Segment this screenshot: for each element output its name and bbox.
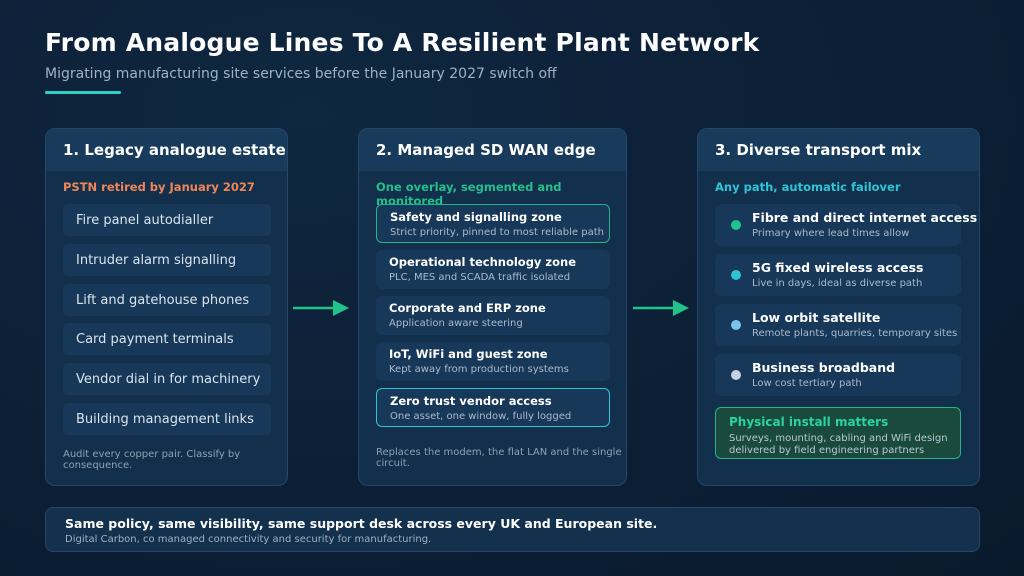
zone-subtitle: Application aware steering bbox=[389, 318, 523, 329]
callout-title: Physical install matters bbox=[729, 415, 889, 429]
zone-subtitle: Kept away from production systems bbox=[389, 364, 569, 375]
flow-arrow-icon bbox=[633, 300, 689, 316]
zone-card-vendor-access: Zero trust vendor access One asset, one … bbox=[376, 388, 610, 427]
panel-title: 2. Managed SD WAN edge bbox=[359, 129, 626, 171]
banner-subtitle: Digital Carbon, co managed connectivity … bbox=[65, 534, 432, 545]
panel-title: 1. Legacy analogue estate bbox=[46, 129, 287, 171]
zone-card-safety: Safety and signalling zone Strict priori… bbox=[376, 204, 610, 243]
legacy-item: Intruder alarm signalling bbox=[63, 244, 271, 276]
physical-install-callout: Physical install matters Surveys, mounti… bbox=[715, 407, 961, 459]
zone-title: Safety and signalling zone bbox=[390, 210, 562, 224]
legacy-item: Vendor dial in for machinery bbox=[63, 363, 271, 395]
transport-subtitle: Live in days, ideal as diverse path bbox=[752, 278, 923, 289]
zone-title: Corporate and ERP zone bbox=[389, 301, 546, 315]
status-dot-icon bbox=[731, 220, 741, 230]
transport-item-broadband: Business broadband Low cost tertiary pat… bbox=[715, 354, 961, 396]
banner-title: Same policy, same visibility, same suppo… bbox=[65, 516, 658, 531]
sdwan-edge-panel: 2. Managed SD WAN edge One overlay, segm… bbox=[358, 128, 627, 486]
zone-subtitle: PLC, MES and SCADA traffic isolated bbox=[389, 272, 571, 283]
transport-subtitle: Remote plants, quarries, temporary sites bbox=[752, 328, 958, 339]
legacy-item: Building management links bbox=[63, 403, 271, 435]
status-dot-icon bbox=[731, 370, 741, 380]
transport-item-fibre: Fibre and direct internet access Primary… bbox=[715, 204, 977, 246]
flow-arrow-icon bbox=[293, 300, 349, 316]
legacy-item: Lift and gatehouse phones bbox=[63, 284, 271, 316]
transport-title: Business broadband bbox=[752, 360, 896, 375]
transport-item-5g: 5G fixed wireless access Live in days, i… bbox=[715, 254, 961, 296]
zone-subtitle: Strict priority, pinned to most reliable… bbox=[390, 227, 604, 238]
transport-subtitle: Low cost tertiary path bbox=[752, 378, 862, 389]
transport-title: 5G fixed wireless access bbox=[752, 260, 924, 275]
panel-footnote: Replaces the modem, the flat LAN and the… bbox=[376, 447, 622, 469]
legacy-item: Fire panel autodialler bbox=[63, 204, 271, 236]
legacy-item: Card payment terminals bbox=[63, 323, 271, 355]
zone-subtitle: One asset, one window, fully logged bbox=[390, 411, 572, 422]
status-dot-icon bbox=[731, 270, 741, 280]
page-subtitle: Migrating manufacturing site services be… bbox=[45, 66, 557, 82]
zone-card-iot: IoT, WiFi and guest zone Kept away from … bbox=[376, 342, 610, 381]
zone-card-ot: Operational technology zone PLC, MES and… bbox=[376, 250, 610, 289]
summary-banner: Same policy, same visibility, same suppo… bbox=[45, 507, 980, 552]
zone-card-corporate: Corporate and ERP zone Application aware… bbox=[376, 296, 610, 335]
status-dot-icon bbox=[731, 320, 741, 330]
title-accent-line bbox=[45, 91, 121, 94]
panel-title: 3. Diverse transport mix bbox=[698, 129, 979, 171]
callout-text: Surveys, mounting, cabling and WiFi desi… bbox=[729, 433, 960, 457]
panel-tag: Any path, automatic failover bbox=[715, 180, 901, 194]
panel-tag: PSTN retired by January 2027 bbox=[63, 180, 255, 194]
callout-line: delivered by field engineering partners bbox=[729, 445, 925, 456]
transport-title: Low orbit satellite bbox=[752, 310, 881, 325]
zone-title: Zero trust vendor access bbox=[390, 394, 552, 408]
zone-title: IoT, WiFi and guest zone bbox=[389, 347, 548, 361]
page-title: From Analogue Lines To A Resilient Plant… bbox=[45, 28, 760, 57]
panel-footnote: Audit every copper pair. Classify by con… bbox=[63, 449, 241, 471]
legacy-estate-panel: 1. Legacy analogue estate PSTN retired b… bbox=[45, 128, 288, 486]
transport-mix-panel: 3. Diverse transport mix Any path, autom… bbox=[697, 128, 980, 486]
transport-item-satellite: Low orbit satellite Remote plants, quarr… bbox=[715, 304, 961, 346]
callout-line: Surveys, mounting, cabling and WiFi desi… bbox=[729, 433, 948, 444]
transport-subtitle: Primary where lead times allow bbox=[752, 228, 910, 239]
zone-title: Operational technology zone bbox=[389, 255, 577, 269]
transport-title: Fibre and direct internet access bbox=[752, 210, 978, 225]
